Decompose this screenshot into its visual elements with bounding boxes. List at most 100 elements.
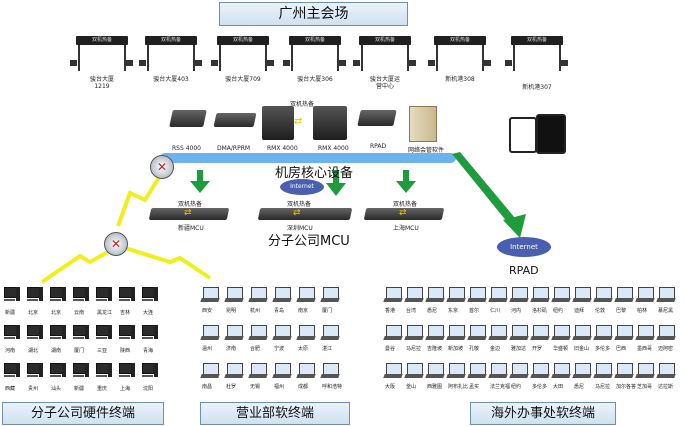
terminal-label: 迈阿密 [658,346,674,352]
terminal-label: 马尼拉 [406,346,422,352]
terminal-label: 河内 [511,308,522,314]
terminal-label: 多伦多 [532,384,548,390]
laptop-terminal [530,287,550,303]
terminal-keyboard [73,299,84,301]
laptop-terminal [404,287,424,303]
terminal-label: 达拉斯 [658,384,674,390]
terminal-label: 首尔 [469,308,480,314]
terminal-tower [39,287,43,301]
terminal-label: 巴西 [616,346,627,352]
laptop-base [656,298,676,302]
terminal-label: 福州 [274,384,285,390]
laptop-base [296,298,316,302]
terminal-tower [154,287,158,301]
terminal-label: 沈阳 [143,386,154,392]
mcu-tag: 双机热备 [393,201,418,208]
laptop-terminal [425,363,445,379]
laptop-base [509,298,529,302]
laptop-terminal [446,325,466,341]
laptop-base [404,374,424,378]
conference-room: 双机热备 [353,30,417,86]
hardware-terminal [4,287,21,305]
desk-leg [193,45,195,71]
monitor-icon [267,60,274,66]
conference-room: 双机热备 [505,30,569,86]
laptop-base [224,298,244,302]
core-device-label-1: DMA/RPRM [217,145,251,152]
laptop-base [383,336,403,340]
hot-standby-arrows: ⇄ [294,116,303,127]
laptop-base [467,336,487,340]
laptop-terminal [614,325,634,341]
desk-leg [147,45,149,71]
laptop-terminal [224,287,244,303]
terminal-tower [108,363,112,377]
laptop-base [383,374,403,378]
hardware-terminal [142,325,159,343]
conference-room: 双机热备 [211,30,275,86]
room-desk [359,36,411,45]
terminal-tower [85,363,89,377]
terminal-keyboard [142,299,153,301]
laptop-terminal [248,287,268,303]
room-desk [511,36,563,45]
core-device-rpad [357,110,397,126]
main-venue-title: 广州主会场 [219,2,408,26]
laptop-base [572,298,592,302]
laptop-terminal [635,363,655,379]
terminal-label: 孟买 [469,384,480,390]
hardware-terminal [73,363,90,381]
conference-room: 双机热备 [283,30,347,86]
laptop-base [200,374,220,378]
laptop-base [200,336,220,340]
laptop-base [320,298,340,302]
laptop-base [551,336,571,340]
laptop-terminal [551,287,571,303]
terminal-keyboard [96,337,107,339]
terminal-label: 旧金山 [574,346,590,352]
lightning-sales [124,246,212,280]
terminal-label: 马尼拉 [595,384,611,390]
terminal-label: 温州 [202,346,213,352]
terminal-keyboard [4,299,15,301]
terminal-keyboard [50,375,61,377]
laptop-base [446,298,466,302]
core-hot-standby-label: 双机热备 [290,101,315,108]
laptop-base [509,374,529,378]
terminal-keyboard [119,375,130,377]
laptop-terminal [200,363,220,379]
conference-room: 双机热备 [70,30,134,86]
laptop-base [425,336,445,340]
laptop-base [572,374,592,378]
terminal-label: 悉尼 [427,308,438,314]
terminal-label: 东京 [448,308,459,314]
monitor-icon [409,60,416,66]
terminal-label: 陕西 [120,348,131,354]
laptop-terminal [296,287,316,303]
desk-leg [291,45,293,71]
laptop-base [320,336,340,340]
terminal-label: 大连 [143,310,154,316]
laptop-base [224,374,244,378]
terminal-label: 湛江 [322,346,333,352]
laptop-terminal [272,325,292,341]
hardware-terminal [50,325,67,343]
terminal-label: 北京 [51,310,62,316]
room-desk [434,36,486,45]
terminal-label: 芝加哥 [637,384,653,390]
laptop-terminal [425,287,445,303]
terminal-tower [39,325,43,339]
laptop-terminal [509,287,529,303]
laptop-terminal [530,325,550,341]
room-tag: 双机热备 [91,37,112,43]
laptop-base [593,298,613,302]
laptop-terminal [383,287,403,303]
laptop-terminal [572,363,592,379]
branch-router-icon: ✕ [104,232,128,256]
laptop-terminal [446,363,466,379]
desk-leg [78,45,80,71]
laptop-terminal [530,363,550,379]
terminal-label: 金边 [490,346,501,352]
terminal-label: 仁川 [490,308,501,314]
laptop-base [446,336,466,340]
